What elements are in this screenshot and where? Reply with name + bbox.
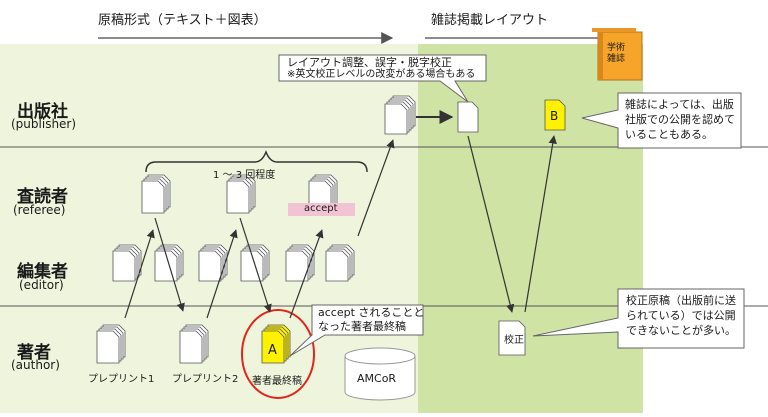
- callout-journal-line1: 雑誌によっては、出版: [625, 98, 734, 111]
- callout-layout-line1: レイアウト調整、誤字・脱字校正: [287, 56, 452, 69]
- editor-doc-stack-5: [285, 244, 315, 282]
- layout-area: [418, 44, 643, 413]
- final-manuscript-label: 著者最終稿: [252, 376, 302, 387]
- journal-book-icon: [592, 28, 643, 81]
- role-author-en: (author): [11, 358, 60, 372]
- role-referee-en: (referee): [13, 203, 66, 217]
- role-author: 著者: [17, 343, 51, 363]
- callout-journal-line2: 社版での公開を認めて: [625, 113, 735, 126]
- callout-journal-line3: いることもある。: [625, 128, 713, 141]
- review-rounds-label: 1 ～ 3 回程度: [213, 170, 276, 181]
- callout-proof-line3: できないことが多い。: [626, 324, 736, 337]
- editor-doc-stack-3: [198, 244, 228, 282]
- final-manuscript-highlight-circle: [241, 309, 315, 399]
- callout-journal-publication: [581, 92, 742, 149]
- role-editor-en: (editor): [19, 278, 64, 292]
- preprint1-label: プレプリント1: [88, 374, 155, 385]
- preprint2-document: [179, 324, 209, 364]
- callout-proof-line1: 校正原稿（出版前に送: [626, 294, 736, 307]
- header-journal-layout: 雑誌掲載レイアウト: [431, 13, 549, 28]
- role-referee: 査読者: [17, 187, 68, 207]
- journal-version-b-document: [544, 99, 566, 131]
- marker-b: B: [550, 109, 559, 123]
- flow-arrows: [124, 110, 557, 319]
- referee-doc-stack-1: [141, 174, 171, 214]
- amcor-repository-icon: [344, 347, 416, 401]
- role-publisher-en: (publisher): [11, 117, 77, 131]
- editor-doc-stack-1: [112, 244, 142, 282]
- editor-doc-stack-6: [325, 244, 355, 282]
- publisher-manuscript-stack: [384, 95, 416, 135]
- layout-document: [457, 101, 479, 133]
- preprint2-label: プレプリント2: [172, 374, 239, 385]
- editor-doc-stack-4: [240, 244, 270, 282]
- proof-document: [498, 320, 526, 356]
- callout-layout: [278, 54, 487, 103]
- manuscript-area: [0, 44, 418, 413]
- marker-a: A: [268, 343, 277, 358]
- role-editor: 編集者: [17, 262, 68, 282]
- proof-label: 校正: [504, 335, 524, 346]
- rounds-brace: [145, 149, 368, 173]
- preprint1-document: [96, 324, 126, 364]
- callout-layout-line2: ※英文校正レベルの改変がある場合もある: [287, 69, 476, 80]
- referee-doc-stack-2: [226, 174, 256, 214]
- amcor-label: AMCoR: [357, 372, 397, 385]
- callout-proof: [532, 288, 745, 349]
- editor-doc-stack-2: [154, 244, 184, 282]
- callout-accepted-line1: accept されることと: [318, 306, 425, 319]
- callout-proof-line2: られている）では公開: [626, 309, 736, 322]
- accept-tag: [288, 203, 355, 216]
- role-publisher: 出版社: [17, 102, 68, 122]
- accept-tag-label: accept: [304, 203, 338, 214]
- final-manuscript-document: [261, 324, 291, 364]
- callout-accepted: [289, 304, 424, 357]
- journal-book-label: 学術 雑誌: [607, 43, 626, 64]
- header-manuscript-format: 原稿形式（テキスト＋図表）: [98, 13, 267, 28]
- callout-accepted-line2: なった著者最終稿: [318, 320, 406, 333]
